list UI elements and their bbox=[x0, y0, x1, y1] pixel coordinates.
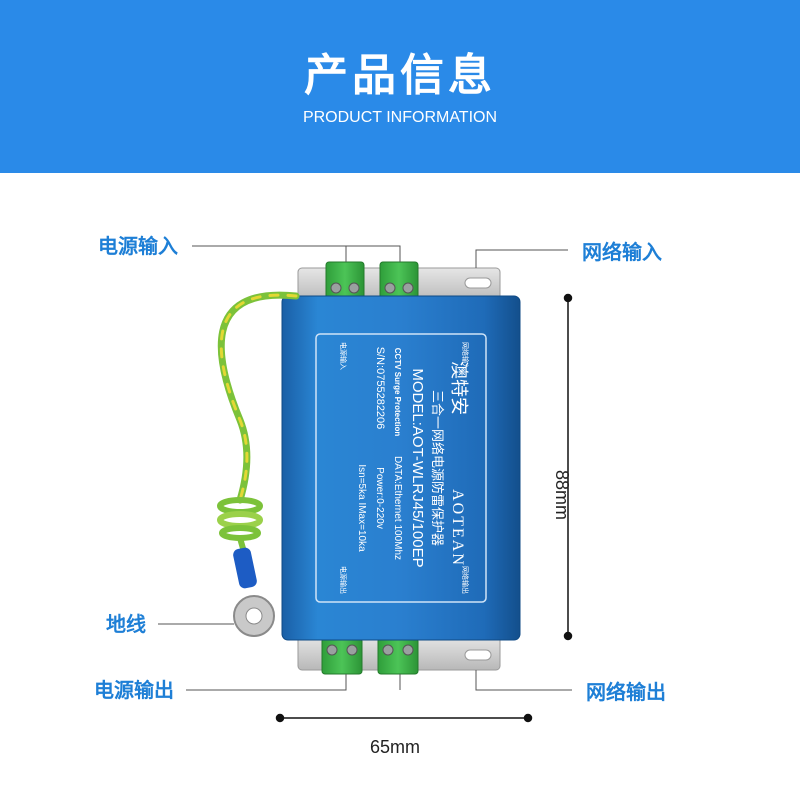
corner-label-power-in: 电源输入 bbox=[339, 342, 348, 370]
product-name: 三合一网络电源防雷保护器 bbox=[429, 390, 445, 546]
callout-power-output: 电源输出 bbox=[94, 678, 174, 702]
corner-label-power-out: 电源输出 bbox=[339, 566, 348, 594]
width-dimension-label: 65mm bbox=[370, 737, 421, 757]
brand-en: AOTEAN bbox=[449, 489, 466, 567]
callout-network-output: 网络输出 bbox=[586, 680, 666, 704]
corner-label-net-out: 网络输出 bbox=[461, 566, 470, 594]
network-input-terminal bbox=[379, 261, 419, 301]
product-type: CCTV Surge Protection bbox=[393, 348, 402, 437]
height-dimension-line bbox=[563, 293, 573, 641]
page-title: 产品信息 bbox=[304, 50, 496, 101]
data-spec: DATA:Ethernet 100Mhz bbox=[392, 456, 403, 560]
serial-number: S/N:0755282206 bbox=[374, 347, 386, 430]
callout-network-input: 网络输入 bbox=[582, 240, 662, 264]
brand-cn: 澳特安 bbox=[448, 361, 469, 415]
power-output-terminal bbox=[321, 637, 363, 675]
callout-ground: 地线 bbox=[106, 612, 146, 636]
callout-lines bbox=[158, 245, 572, 691]
network-output-terminal bbox=[377, 637, 419, 675]
current-spec: Isn=5ka IMax=10ka bbox=[356, 464, 367, 552]
device-label-frame bbox=[315, 333, 487, 603]
width-dimension-line bbox=[275, 713, 533, 723]
ground-lug bbox=[233, 547, 275, 637]
height-dimension-label: 88mm bbox=[552, 470, 572, 521]
header-banner: 产品信息 PRODUCT INFORMATION bbox=[0, 0, 800, 173]
page-subtitle: PRODUCT INFORMATION bbox=[302, 109, 498, 126]
device-body bbox=[281, 295, 521, 641]
model-number: MODEL:AOT-WLRJ45/100EP bbox=[409, 368, 426, 567]
callout-power-input: 电源输入 bbox=[98, 234, 178, 258]
corner-label-net-in: 网络输入 bbox=[461, 342, 470, 370]
power-input-terminal bbox=[325, 261, 365, 301]
ground-wire bbox=[217, 291, 300, 555]
power-spec: Power:0-220v bbox=[374, 467, 385, 529]
